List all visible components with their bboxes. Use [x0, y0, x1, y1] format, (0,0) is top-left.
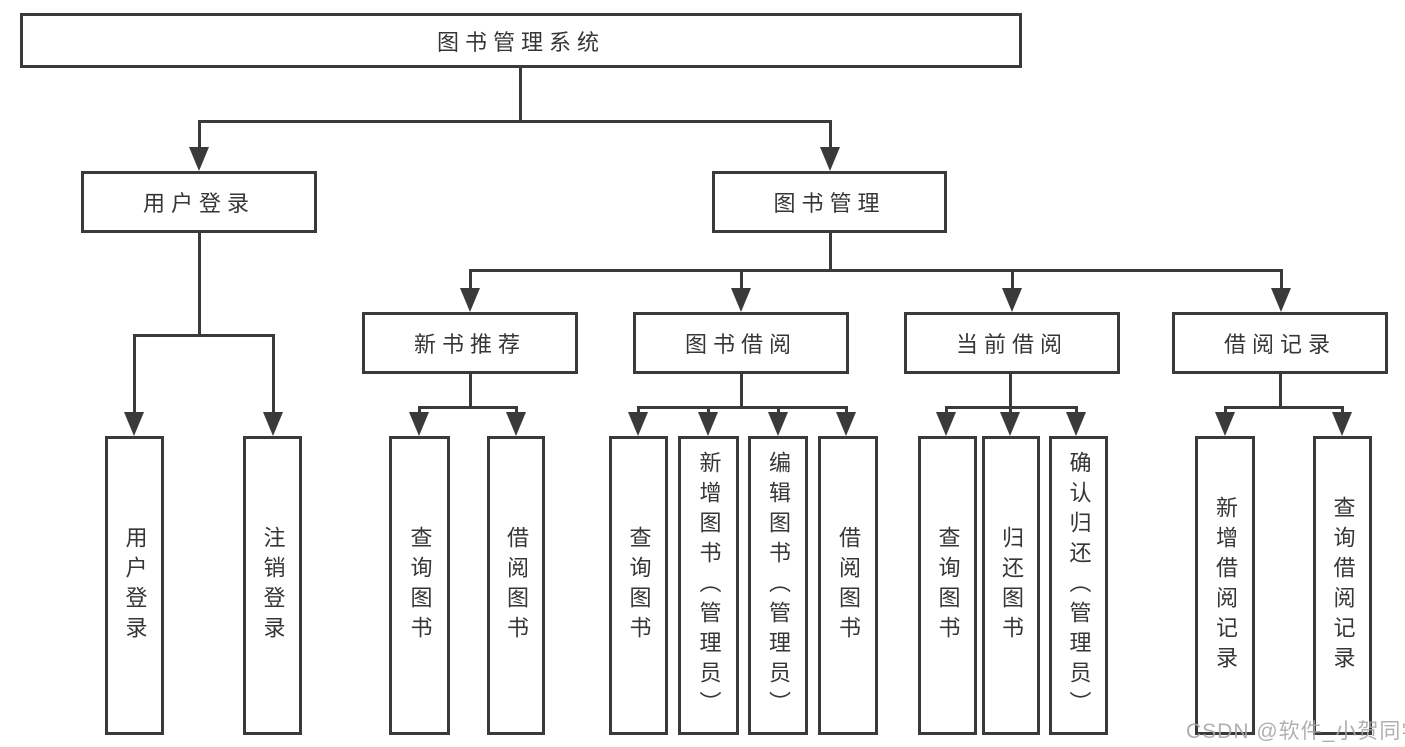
arrowhead-down-icon	[1002, 288, 1022, 312]
connector-line	[469, 374, 472, 408]
node-new-book-recommendation: 新书推荐	[362, 312, 578, 374]
leaf-query-borrow-record: 查询借阅记录	[1313, 436, 1372, 735]
node-label: 用户登录	[142, 191, 255, 216]
arrowhead-down-icon	[506, 412, 526, 436]
connector-line	[198, 120, 832, 123]
connector-line	[418, 406, 518, 409]
arrowhead-down-icon	[1000, 412, 1020, 436]
node-label: 查询图书	[935, 525, 961, 646]
connector-line	[133, 334, 136, 418]
node-book-borrowing: 图书借阅	[633, 312, 849, 374]
leaf-confirm-return-admin: 确认归还（管理员）	[1049, 436, 1108, 735]
arrowhead-down-icon	[1271, 288, 1291, 312]
node-label: 查询图书	[407, 525, 433, 646]
arrowhead-down-icon	[460, 288, 480, 312]
connector-line	[1011, 269, 1014, 295]
leaf-return-books: 归还图书	[982, 436, 1040, 735]
leaf-add-books-admin: 新增图书（管理员）	[678, 436, 739, 735]
node-label: 新增借阅记录	[1213, 495, 1238, 676]
node-borrowing-records: 借阅记录	[1172, 312, 1388, 374]
connector-line	[469, 269, 472, 295]
connector-line	[740, 269, 743, 295]
leaf-add-borrow-record: 新增借阅记录	[1195, 436, 1255, 735]
node-label: 当前借阅	[955, 332, 1068, 357]
connector-line	[272, 334, 275, 418]
leaf-logout: 注销登录	[243, 436, 302, 735]
node-label: 查询图书	[626, 525, 652, 646]
leaf-borrow-books-recommend: 借阅图书	[487, 436, 545, 735]
connector-line	[1224, 406, 1344, 409]
connector-line	[133, 334, 275, 337]
arrowhead-down-icon	[698, 412, 718, 436]
connector-line	[198, 233, 201, 336]
arrowhead-down-icon	[768, 412, 788, 436]
node-label: 图书管理	[773, 191, 886, 216]
node-label: 新增图书（管理员）	[696, 450, 722, 721]
arrowhead-down-icon	[936, 412, 956, 436]
leaf-edit-books-admin: 编辑图书（管理员）	[748, 436, 808, 735]
arrowhead-down-icon	[263, 412, 283, 436]
node-current-borrowing: 当前借阅	[904, 312, 1120, 374]
node-label: 注销登录	[260, 525, 286, 646]
arrowhead-down-icon	[1066, 412, 1086, 436]
connector-line	[637, 406, 848, 409]
node-label: 借阅记录	[1223, 332, 1336, 357]
connector-line	[1009, 374, 1012, 408]
node-label: 用户登录	[122, 525, 148, 646]
connector-line	[519, 68, 522, 122]
arrowhead-down-icon	[189, 147, 209, 171]
arrowhead-down-icon	[628, 412, 648, 436]
node-label: 借阅图书	[836, 525, 861, 646]
connector-line	[198, 120, 201, 152]
arrowhead-down-icon	[731, 288, 751, 312]
node-user-login: 用户登录	[81, 171, 317, 233]
node-root-library-system: 图书管理系统	[20, 13, 1022, 68]
connector-line	[740, 374, 743, 408]
connector-line	[469, 269, 1283, 272]
arrowhead-down-icon	[1332, 412, 1352, 436]
connector-line	[829, 120, 832, 152]
node-label: 查询借阅记录	[1330, 495, 1356, 676]
connector-line	[1279, 374, 1282, 408]
arrowhead-down-icon	[124, 412, 144, 436]
connector-line	[829, 233, 832, 271]
node-label: 确认归还（管理员）	[1066, 450, 1092, 721]
leaf-query-books-borrow: 查询图书	[609, 436, 668, 735]
leaf-query-books-current: 查询图书	[918, 436, 977, 735]
leaf-query-books-recommend: 查询图书	[389, 436, 450, 735]
connector-line	[1280, 269, 1283, 295]
arrowhead-down-icon	[820, 147, 840, 171]
node-label: 新书推荐	[413, 332, 526, 357]
node-label: 编辑图书（管理员）	[766, 450, 791, 721]
arrowhead-down-icon	[1215, 412, 1235, 436]
arrowhead-down-icon	[836, 412, 856, 436]
leaf-borrow-books: 借阅图书	[818, 436, 878, 735]
node-label: 归还图书	[999, 525, 1024, 646]
node-label: 借阅图书	[504, 525, 529, 646]
leaf-user-login: 用户登录	[105, 436, 164, 735]
arrowhead-down-icon	[409, 412, 429, 436]
csdn-watermark: CSDN @软件_小贺同学	[1186, 720, 1405, 743]
node-label: 图书管理系统	[436, 29, 605, 55]
node-book-management: 图书管理	[712, 171, 947, 233]
node-label: 图书借阅	[684, 332, 797, 357]
